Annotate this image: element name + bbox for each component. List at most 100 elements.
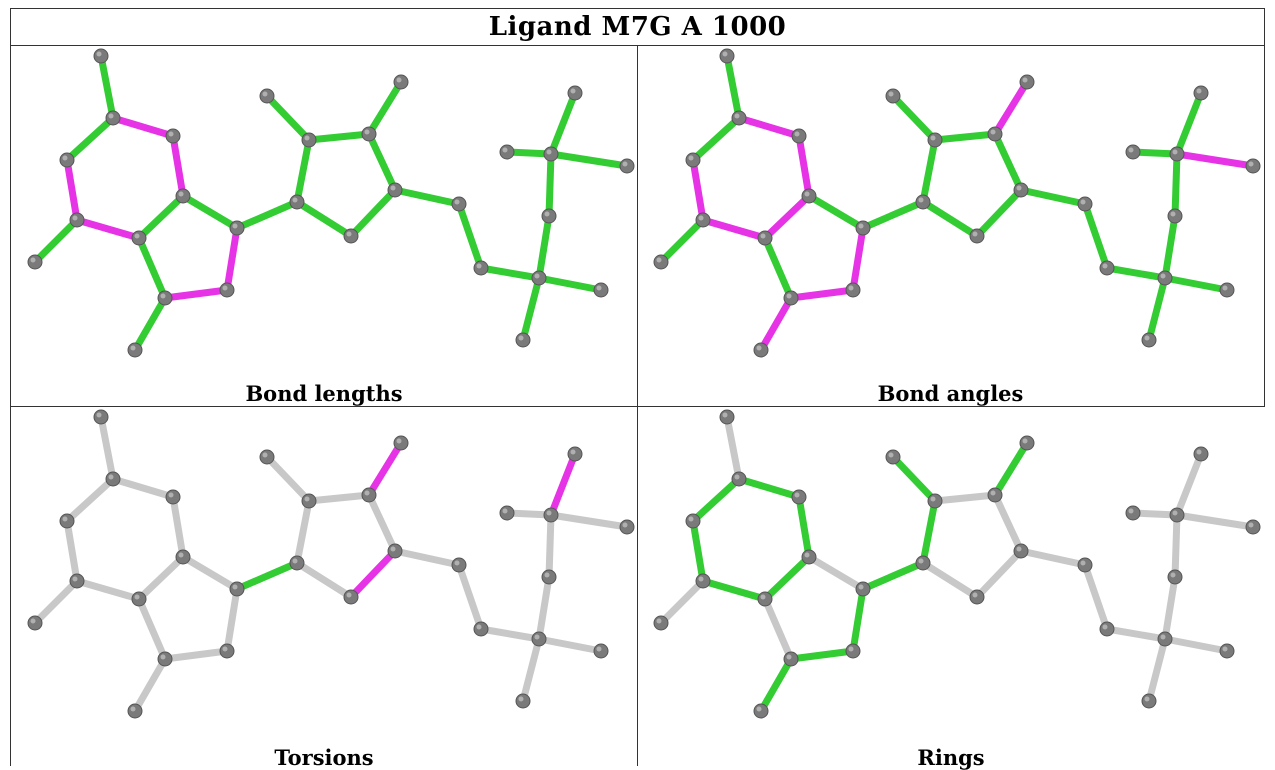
atom-highlight-1 xyxy=(722,51,728,57)
atom-20 xyxy=(451,196,467,212)
atom-highlight-12 xyxy=(30,618,36,624)
bond-27-29 xyxy=(1145,635,1169,705)
atom-4 xyxy=(801,188,817,204)
bond-16-18 xyxy=(991,130,1025,194)
bond-16-18 xyxy=(365,491,399,555)
atom-3 xyxy=(165,128,181,144)
atom-19 xyxy=(969,589,985,605)
atom-highlight-7 xyxy=(62,155,68,161)
atom-highlight-17 xyxy=(396,438,402,444)
atom-highlight-8 xyxy=(858,223,864,229)
atom-highlight-26 xyxy=(544,572,550,578)
bond-18-19 xyxy=(347,186,399,240)
atom-highlight-4 xyxy=(178,191,184,197)
atom-24 xyxy=(567,446,583,462)
figure-title: Ligand M7G A 1000 xyxy=(488,12,787,42)
atom-highlight-16 xyxy=(990,129,996,135)
atom-highlight-27 xyxy=(1160,273,1166,279)
atom-17 xyxy=(393,435,409,451)
atom-highlight-9 xyxy=(222,646,228,652)
atom-highlight-3 xyxy=(794,492,800,498)
bond-23-26 xyxy=(545,150,555,220)
atom-5 xyxy=(131,591,147,607)
bond-5-10 xyxy=(135,595,169,663)
bond-6-7 xyxy=(689,156,707,224)
atom-14 xyxy=(259,449,275,465)
atom-highlight-1 xyxy=(96,51,102,57)
atom-3 xyxy=(791,489,807,505)
bond-2-3 xyxy=(109,114,177,140)
atom-highlight-11 xyxy=(756,706,762,712)
atom-10 xyxy=(783,290,799,306)
atom-27 xyxy=(531,270,547,286)
atom-1 xyxy=(719,48,735,64)
atom-13 xyxy=(289,194,305,210)
bond-26-27 xyxy=(535,573,553,643)
bond-15-16 xyxy=(931,130,999,144)
atom-19 xyxy=(969,228,985,244)
atom-highlight-28 xyxy=(596,285,602,291)
bond-27-29 xyxy=(1145,274,1169,344)
atom-29 xyxy=(1141,693,1157,709)
atom-11 xyxy=(753,342,769,358)
atom-6 xyxy=(69,573,85,589)
atom-highlight-8 xyxy=(232,584,238,590)
atom-highlight-25 xyxy=(622,522,628,528)
atom-4 xyxy=(175,188,191,204)
atom-highlight-17 xyxy=(1022,77,1028,83)
atom-highlight-18 xyxy=(1016,546,1022,552)
atom-highlight-8 xyxy=(232,223,238,229)
atom-highlight-8 xyxy=(858,584,864,590)
atom-29 xyxy=(1141,332,1157,348)
atom-8 xyxy=(855,220,871,236)
panel-bond-lengths: Bond lengths xyxy=(10,46,638,407)
atom-18 xyxy=(1013,543,1029,559)
bond-5-6 xyxy=(73,577,143,603)
atom-highlight-22 xyxy=(1128,508,1134,514)
bond-21-27 xyxy=(477,264,543,282)
atom-highlight-5 xyxy=(134,233,140,239)
atom-28 xyxy=(1219,643,1235,659)
atom-highlight-22 xyxy=(1128,147,1134,153)
atom-22 xyxy=(1125,144,1141,160)
bond-5-10 xyxy=(761,234,795,302)
atom-highlight-28 xyxy=(1222,646,1228,652)
atom-24 xyxy=(1193,85,1209,101)
atom-highlight-6 xyxy=(72,576,78,582)
bond-23-26 xyxy=(1171,511,1181,581)
molecule-torsions xyxy=(27,409,635,719)
bond-3-4 xyxy=(795,132,813,200)
bond-16-17 xyxy=(991,78,1031,138)
atom-highlight-21 xyxy=(476,263,482,269)
bond-10-11 xyxy=(131,655,169,715)
atom-26 xyxy=(541,208,557,224)
bond-27-28 xyxy=(1161,635,1231,655)
atom-highlight-22 xyxy=(502,147,508,153)
atom-highlight-12 xyxy=(30,257,36,263)
bond-5-6 xyxy=(699,216,769,242)
atom-7 xyxy=(59,513,75,529)
atom-highlight-23 xyxy=(546,149,552,155)
bond-21-27 xyxy=(1103,264,1169,282)
atom-12 xyxy=(27,615,43,631)
atom-highlight-14 xyxy=(262,91,268,97)
atom-2 xyxy=(105,471,121,487)
atom-3 xyxy=(165,489,181,505)
bond-5-10 xyxy=(135,234,169,302)
atom-15 xyxy=(301,493,317,509)
atom-1 xyxy=(719,409,735,425)
atom-highlight-3 xyxy=(168,492,174,498)
bond-20-21 xyxy=(1081,561,1111,633)
atom-14 xyxy=(885,88,901,104)
atom-highlight-13 xyxy=(292,558,298,564)
bond-13-15 xyxy=(919,136,939,206)
bond-23-25 xyxy=(547,511,631,531)
atom-27 xyxy=(1157,631,1173,647)
atom-highlight-28 xyxy=(596,646,602,652)
atom-8 xyxy=(229,220,245,236)
atom-highlight-23 xyxy=(1172,510,1178,516)
atom-highlight-27 xyxy=(534,273,540,279)
atom-highlight-20 xyxy=(1080,199,1086,205)
atom-23 xyxy=(1169,507,1185,523)
atom-highlight-17 xyxy=(396,77,402,83)
